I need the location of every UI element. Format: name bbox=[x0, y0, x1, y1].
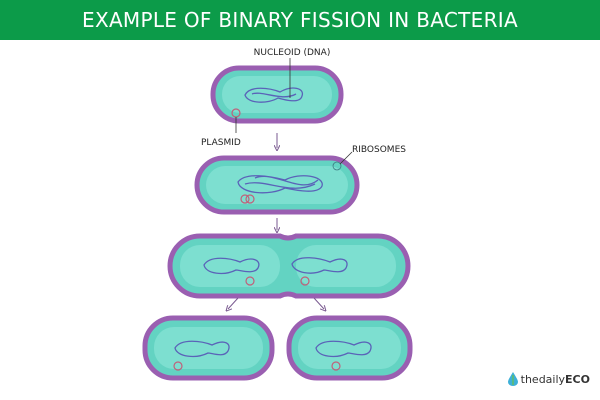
logo-text-eco: ECO bbox=[565, 372, 590, 386]
page-title: EXAMPLE OF BINARY FISSION IN BACTERIA bbox=[0, 0, 600, 40]
daughter-cell-left bbox=[142, 315, 275, 381]
arrow-left bbox=[228, 297, 239, 309]
bacterium-stage-3-dividing bbox=[167, 233, 411, 299]
arrow-right bbox=[313, 297, 324, 309]
daughter-cell-right bbox=[286, 315, 413, 381]
nucleoid-label: NUCLEOID (DNA) bbox=[254, 48, 331, 58]
nucleoid-dna-replicating bbox=[237, 175, 323, 194]
leaf-drop-icon bbox=[507, 372, 518, 386]
ribosome bbox=[332, 161, 342, 171]
bacterium-stage-2 bbox=[194, 155, 360, 215]
plasmid-label: PLASMID bbox=[201, 138, 241, 148]
bacterium-stage-1 bbox=[210, 65, 344, 124]
nucleoid-dna bbox=[244, 87, 304, 103]
logo-text: thedaily bbox=[520, 372, 566, 386]
ribosomes-label: RIBOSOMES bbox=[352, 145, 406, 155]
